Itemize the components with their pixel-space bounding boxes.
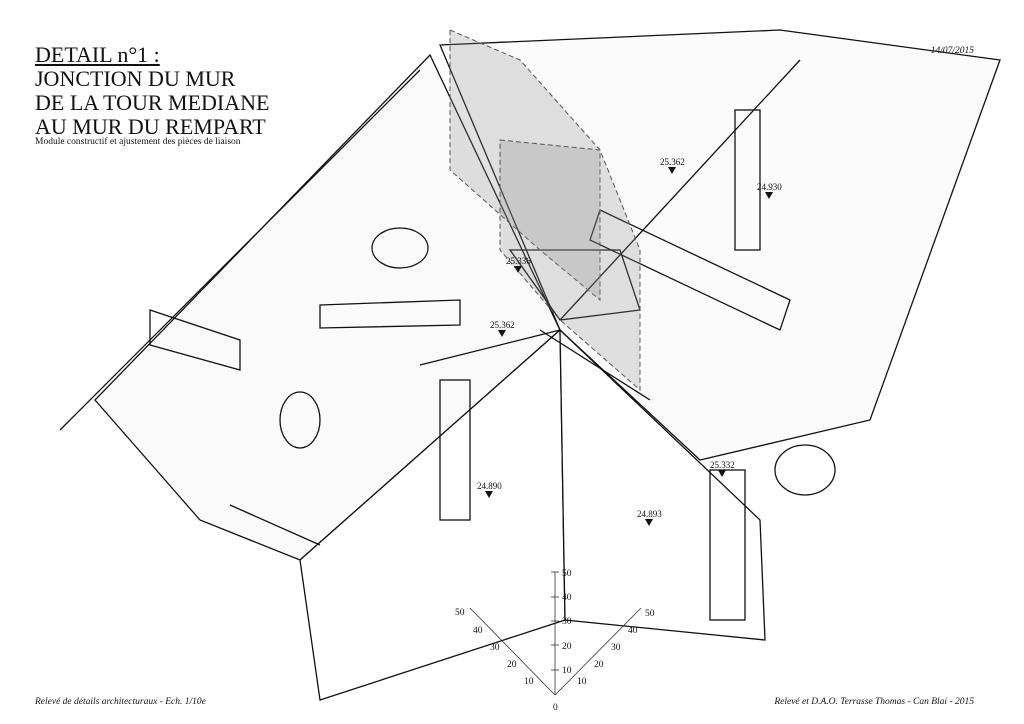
scale-label: 40	[628, 626, 638, 636]
title-line: JONCTION DU MUR	[35, 66, 236, 91]
beam	[589, 209, 791, 331]
scale-origin: 0	[553, 703, 558, 713]
elevation-marker: 25.362	[490, 320, 515, 337]
scale-label: 20	[594, 660, 604, 670]
elevation-marker: 25.362	[660, 157, 685, 174]
title-line: DE LA TOUR MEDIANE	[35, 90, 270, 115]
elevation-marker: 24.890	[477, 481, 502, 498]
scale-label: 40	[473, 626, 483, 636]
scale-label: 20	[507, 660, 517, 670]
beam	[149, 309, 241, 371]
scale-label: 10	[562, 666, 572, 676]
date: 14/07/2015	[930, 46, 974, 56]
detail-heading: DETAIL n°1 :	[35, 42, 160, 67]
subtitle: Module constructif et ajustement des piè…	[35, 137, 241, 147]
scale-label: 30	[562, 617, 572, 627]
scale-label: 50	[455, 608, 465, 618]
footer-right: Relevé et D.A.O. Terrasse Thomas - Can B…	[774, 697, 974, 707]
elevation-marker: 25.336	[506, 256, 531, 273]
scale-label: 50	[562, 569, 572, 579]
scale-label: 30	[490, 643, 500, 653]
scale-axes	[469, 571, 642, 696]
scale-label: 30	[611, 643, 621, 653]
scale-label: 40	[562, 593, 572, 603]
section-plane	[449, 29, 601, 302]
section-plane	[499, 139, 641, 392]
scale-label: 20	[562, 642, 572, 652]
elevation-marker: 24.930	[757, 182, 782, 199]
beam	[319, 299, 461, 329]
title-line: AU MUR DU REMPART	[35, 114, 266, 139]
scale-label: 10	[577, 677, 587, 687]
elevation-marker: 25.332	[710, 460, 735, 477]
scale-label: 50	[645, 609, 655, 619]
scale-label: 10	[524, 677, 534, 687]
right-wall-face	[559, 328, 766, 641]
footer-left: Relevé de détails architecturaux - Ech. …	[35, 697, 206, 707]
elevation-marker: 24.893	[637, 509, 662, 526]
